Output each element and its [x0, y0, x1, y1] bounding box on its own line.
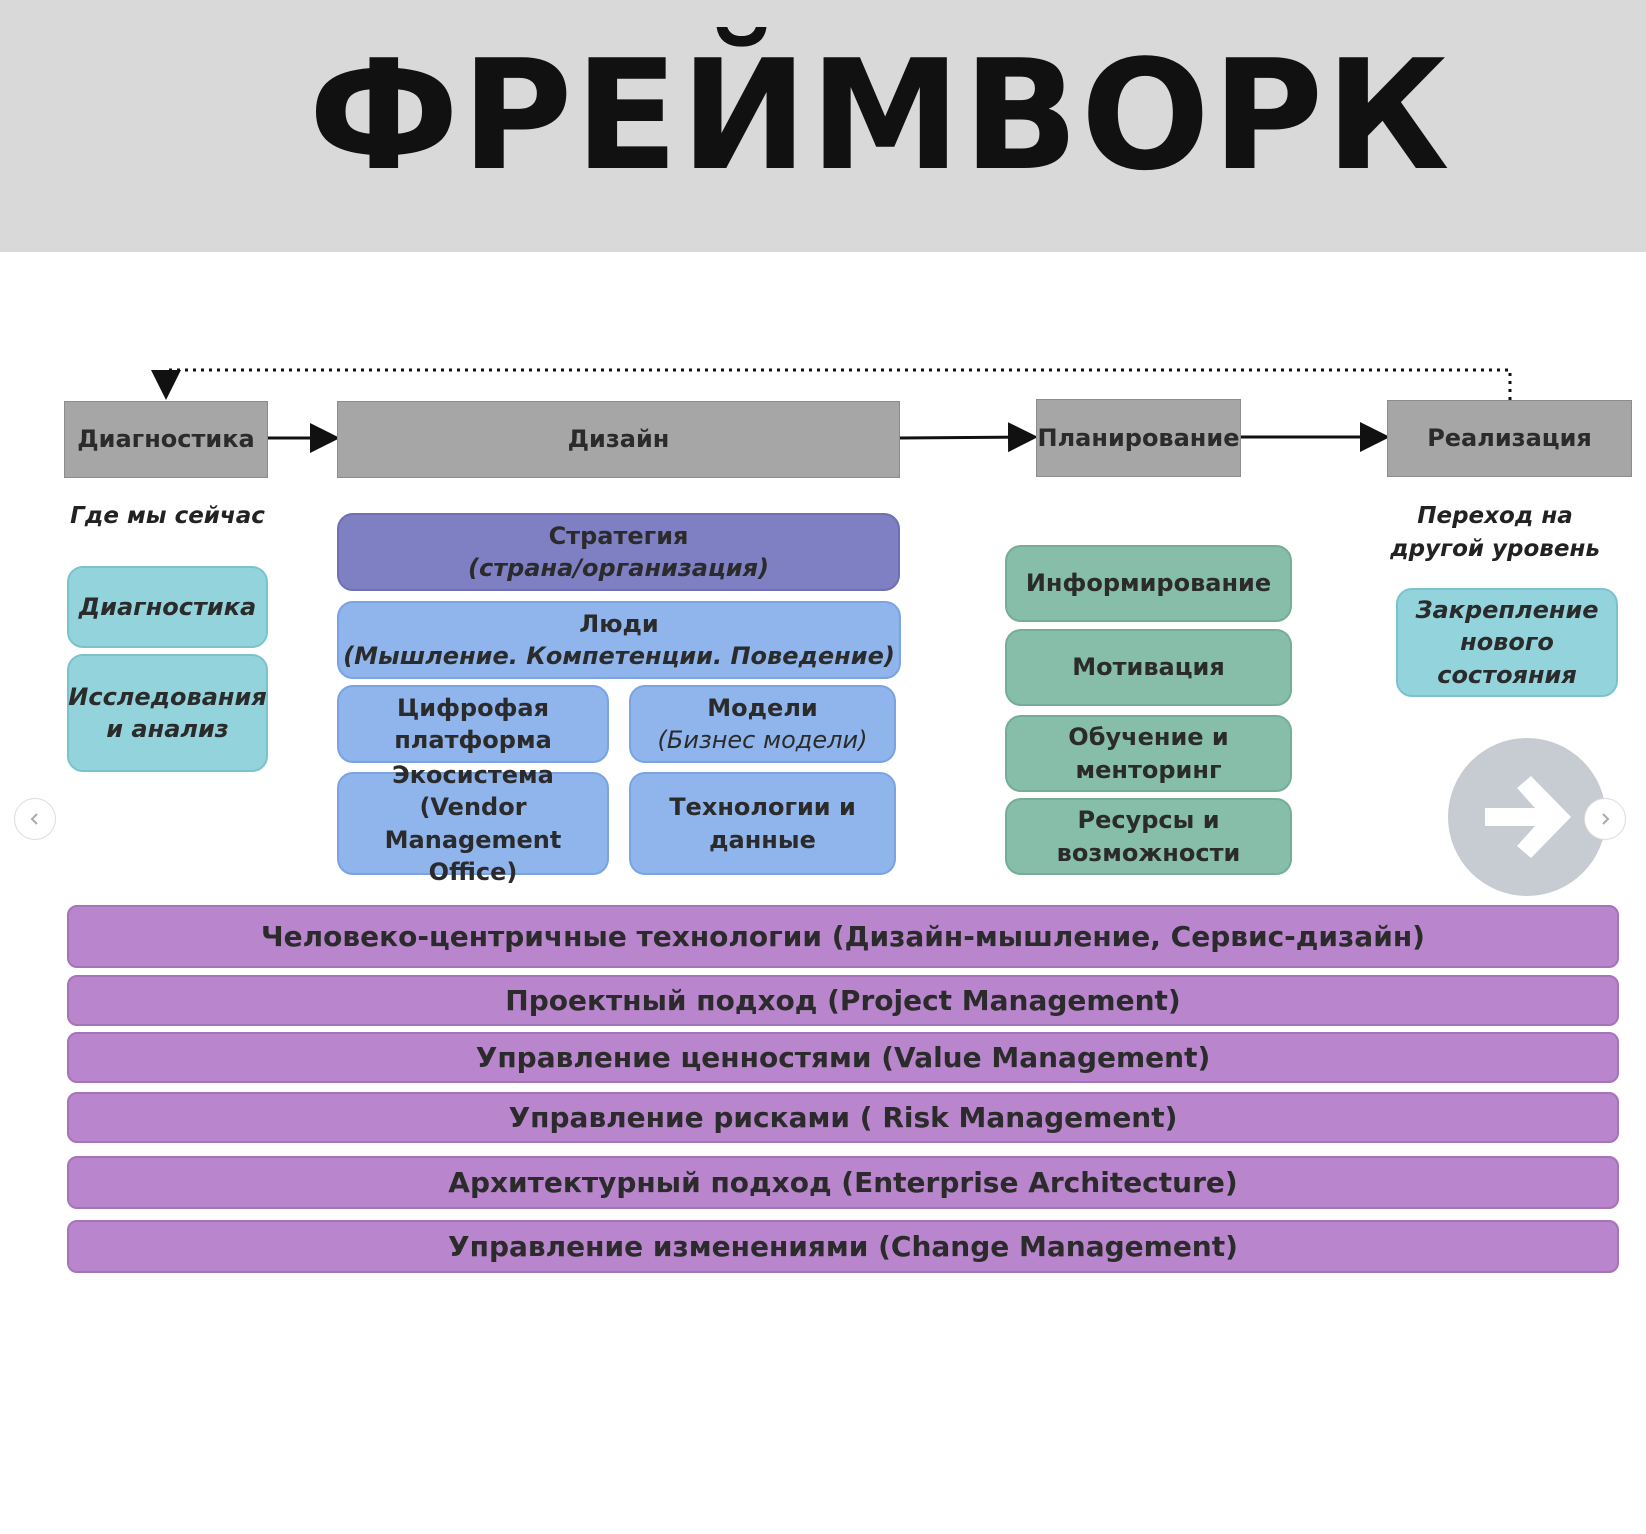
planning-motivation: Мотивация: [1005, 629, 1292, 706]
training-line2: менторинг: [1075, 755, 1222, 784]
bar-value-management: Управление ценностями (Value Management): [67, 1032, 1619, 1083]
carousel-prev-button[interactable]: [14, 798, 56, 840]
stage-implementation: Реализация: [1387, 400, 1632, 477]
feedback-loop-line: [151, 368, 1512, 400]
digital-line1: Цифрофая: [397, 693, 549, 722]
models-sub: (Бизнес модели): [657, 726, 868, 754]
digital-line2: платформа: [394, 726, 552, 754]
arrow-design-planning: [899, 422, 1038, 453]
resources-line2: возможности: [1056, 838, 1241, 867]
chevron-right-icon: [1602, 813, 1610, 825]
bar-project-management: Проектный подход (Project Management): [67, 975, 1619, 1026]
next-slide-button[interactable]: [1448, 738, 1606, 896]
stage-planning: Планирование: [1036, 399, 1241, 477]
fix-line1: Закрепление: [1415, 595, 1599, 624]
design-people: Люди (Мышление. Компетенции. Поведение): [337, 601, 901, 679]
title-banner: [0, 0, 1646, 252]
stage-design: Дизайн: [337, 401, 900, 478]
fix-line2: нового: [1460, 628, 1554, 657]
caption-next-level: Переход на другой уровень: [1380, 500, 1610, 567]
caption-where-now: Где мы сейчас: [70, 503, 265, 529]
resources-line1: Ресурсы и: [1077, 806, 1220, 835]
page-title: ФРЕЙМВОРК: [308, 27, 1452, 204]
diag-item-diagnostics: Диагностика: [67, 566, 268, 648]
research-line1: Исследования: [68, 682, 267, 711]
design-technology: Технологии и данные: [629, 772, 896, 875]
bar-human-centric: Человеко-центричные технологии (Дизайн-м…: [67, 905, 1619, 968]
fix-line3: состояния: [1437, 660, 1577, 689]
bar-risk-management: Управление рисками ( Risk Management): [67, 1092, 1619, 1143]
stage-diagnostics: Диагностика: [64, 401, 268, 478]
impl-fix-new-state: Закрепление нового состояния: [1396, 588, 1618, 697]
research-line2: и анализ: [106, 715, 229, 743]
planning-inform: Информирование: [1005, 545, 1292, 622]
tech-line1: Технологии и: [669, 793, 856, 822]
caption-next-level-line1: Переход на: [1417, 503, 1573, 529]
design-models: Модели (Бизнес модели): [629, 685, 896, 763]
planning-training: Обучение и менторинг: [1005, 715, 1292, 792]
people-label: Люди: [579, 609, 659, 638]
bar-enterprise-architecture: Архитектурный подход (Enterprise Archite…: [67, 1156, 1619, 1209]
caption-next-level-line2: другой уровень: [1390, 536, 1600, 563]
ecosystem-line2: (Vendor Management: [384, 793, 562, 854]
bar-change-management: Управление изменениями (Change Managemen…: [67, 1220, 1619, 1273]
tech-line2: данные: [709, 825, 816, 854]
people-sub: (Мышление. Компетенции. Поведение): [343, 642, 895, 670]
planning-resources: Ресурсы и возможности: [1005, 798, 1292, 875]
carousel-next-button[interactable]: [1584, 798, 1626, 840]
strategy-sub: (страна/организация): [468, 554, 769, 582]
diag-item-research: Исследования и анализ: [67, 654, 268, 772]
ecosystem-line1: Экосистема: [392, 760, 554, 789]
ecosystem-line3: Office): [428, 857, 518, 886]
chevron-left-icon: [30, 813, 38, 825]
strategy-label: Стратегия: [548, 521, 689, 550]
design-digital-platform: Цифрофая платформа: [337, 685, 609, 763]
design-strategy: Стратегия (страна/организация): [337, 513, 900, 591]
arrow-right-icon: [1485, 776, 1571, 858]
models-label: Модели: [707, 693, 818, 722]
design-ecosystem: Экосистема (Vendor Management Office): [337, 761, 609, 886]
training-line1: Обучение и: [1068, 723, 1229, 752]
